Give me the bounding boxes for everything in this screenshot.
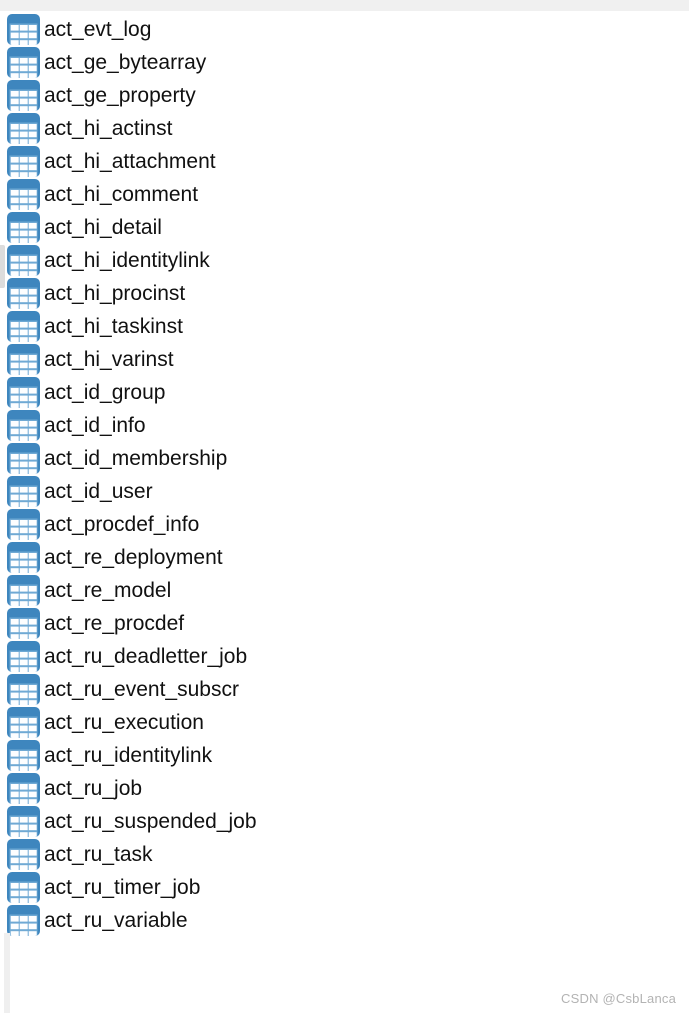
table-list-item[interactable]: act_ru_task: [7, 838, 667, 871]
panel-top-edge: [0, 0, 689, 11]
table-list-item[interactable]: act_hi_attachment: [7, 145, 667, 178]
table-name: act_hi_actinst: [44, 117, 173, 140]
table-list-item[interactable]: act_id_user: [7, 475, 667, 508]
table-list-item[interactable]: act_hi_detail: [7, 211, 667, 244]
table-icon: [7, 377, 40, 408]
table-name: act_hi_taskinst: [44, 315, 183, 338]
table-list-item[interactable]: act_ru_deadletter_job: [7, 640, 667, 673]
table-name: act_hi_varinst: [44, 348, 174, 371]
table-name: act_ru_identitylink: [44, 744, 213, 767]
table-name: act_re_deployment: [44, 546, 223, 569]
table-icon: [7, 344, 40, 375]
table-list-item[interactable]: act_hi_identitylink: [7, 244, 667, 277]
table-name: act_id_group: [44, 381, 166, 404]
table-icon: [7, 47, 40, 78]
table-icon: [7, 542, 40, 573]
table-list-item[interactable]: act_ru_execution: [7, 706, 667, 739]
table-name: act_re_model: [44, 579, 172, 602]
table-list-item[interactable]: act_id_membership: [7, 442, 667, 475]
table-list-item[interactable]: act_ru_suspended_job: [7, 805, 667, 838]
table-name: act_ru_deadletter_job: [44, 645, 248, 668]
table-name: act_ru_execution: [44, 711, 204, 734]
table-icon: [7, 476, 40, 507]
table-list-item[interactable]: act_ru_variable: [7, 904, 667, 937]
csdn-watermark: CSDN @CsbLanca: [561, 991, 676, 1006]
table-icon: [7, 773, 40, 804]
table-list-item[interactable]: act_hi_actinst: [7, 112, 667, 145]
table-list-item[interactable]: act_ru_identitylink: [7, 739, 667, 772]
table-name: act_ru_variable: [44, 909, 188, 932]
table-name: act_evt_log: [44, 18, 152, 41]
table-name: act_ru_job: [44, 777, 143, 800]
table-list-item[interactable]: act_evt_log: [7, 13, 667, 46]
table-name: act_hi_attachment: [44, 150, 216, 173]
table-name: act_ru_event_subscr: [44, 678, 239, 701]
table-name: act_hi_procinst: [44, 282, 186, 305]
table-icon: [7, 509, 40, 540]
table-icon: [7, 674, 40, 705]
table-icon: [7, 80, 40, 111]
table-list-item[interactable]: act_re_model: [7, 574, 667, 607]
table-list-item[interactable]: act_id_group: [7, 376, 667, 409]
table-list-item[interactable]: act_procdef_info: [7, 508, 667, 541]
table-list-item[interactable]: act_ru_job: [7, 772, 667, 805]
table-icon: [7, 245, 40, 276]
table-name: act_ge_property: [44, 84, 196, 107]
table-name: act_re_procdef: [44, 612, 185, 635]
table-icon: [7, 146, 40, 177]
table-icon: [7, 113, 40, 144]
table-list-item[interactable]: act_ru_timer_job: [7, 871, 667, 904]
table-name: act_ru_timer_job: [44, 876, 201, 899]
table-list-item[interactable]: act_ge_property: [7, 79, 667, 112]
table-list-item[interactable]: act_ru_event_subscr: [7, 673, 667, 706]
table-list-item[interactable]: act_hi_varinst: [7, 343, 667, 376]
table-list-item[interactable]: act_re_procdef: [7, 607, 667, 640]
table-icon: [7, 179, 40, 210]
table-icon: [7, 443, 40, 474]
table-list-item[interactable]: act_hi_taskinst: [7, 310, 667, 343]
table-icon: [7, 212, 40, 243]
table-icon: [7, 740, 40, 771]
table-name: act_ru_task: [44, 843, 153, 866]
table-icon: [7, 575, 40, 606]
table-list-item[interactable]: act_re_deployment: [7, 541, 667, 574]
table-name: act_procdef_info: [44, 513, 200, 536]
bottom-left-scrollbar-track: [4, 933, 10, 1013]
table-name: act_id_info: [44, 414, 146, 437]
table-name: act_id_user: [44, 480, 153, 503]
table-name: act_hi_comment: [44, 183, 199, 206]
table-icon: [7, 608, 40, 639]
left-scrollbar-thumb[interactable]: [0, 245, 5, 288]
table-icon: [7, 410, 40, 441]
table-icon: [7, 278, 40, 309]
table-name: act_ru_suspended_job: [44, 810, 257, 833]
table-list-item[interactable]: act_hi_comment: [7, 178, 667, 211]
table-icon: [7, 839, 40, 870]
table-name: act_id_membership: [44, 447, 228, 470]
table-icon: [7, 641, 40, 672]
table-icon: [7, 14, 40, 45]
table-name: act_hi_detail: [44, 216, 162, 239]
table-list-item[interactable]: act_ge_bytearray: [7, 46, 667, 79]
table-icon: [7, 311, 40, 342]
table-list-item[interactable]: act_hi_procinst: [7, 277, 667, 310]
table-name: act_hi_identitylink: [44, 249, 210, 272]
table-icon: [7, 905, 40, 936]
table-list: act_evt_log: [7, 13, 667, 937]
table-icon: [7, 872, 40, 903]
table-list-item[interactable]: act_id_info: [7, 409, 667, 442]
table-icon: [7, 806, 40, 837]
table-name: act_ge_bytearray: [44, 51, 207, 74]
table-icon: [7, 707, 40, 738]
